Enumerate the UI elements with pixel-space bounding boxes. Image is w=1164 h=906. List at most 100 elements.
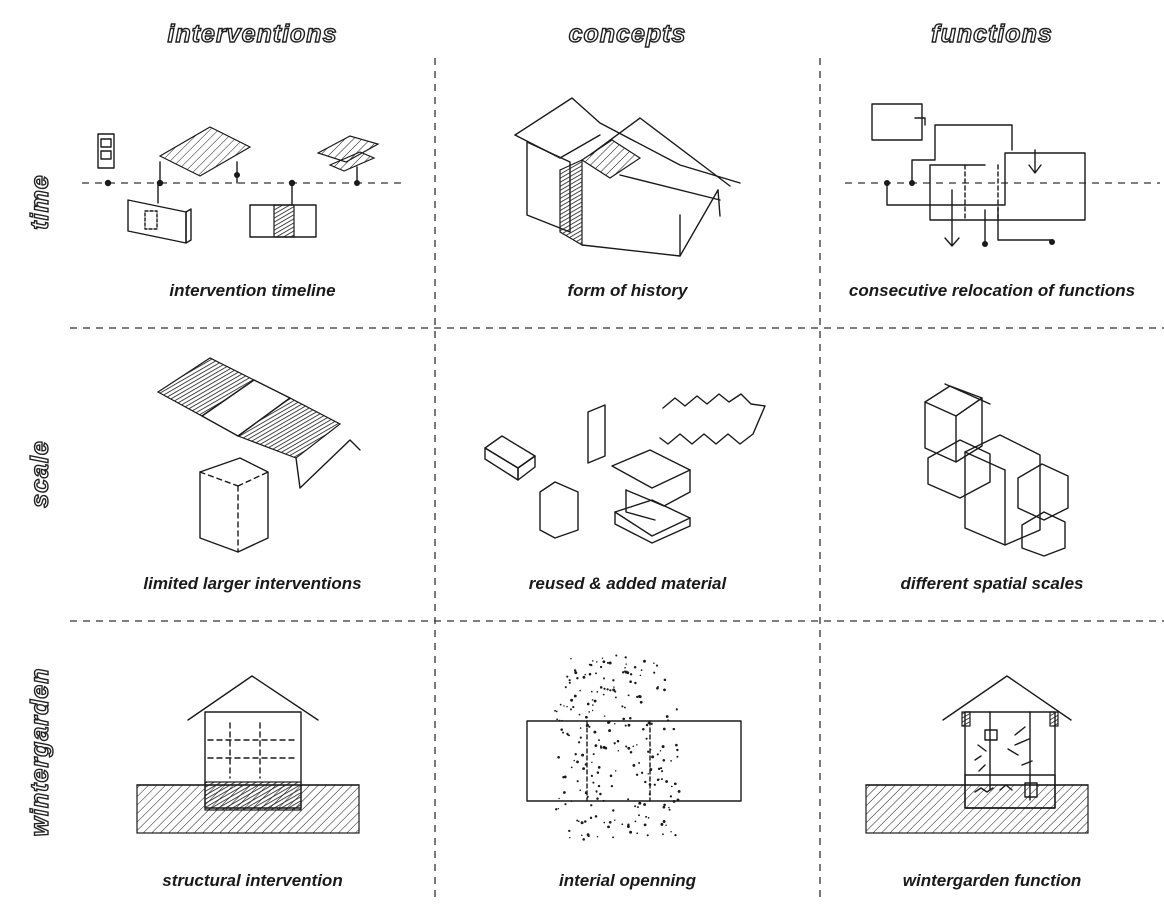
speckle-dot — [581, 753, 585, 757]
speckle-dot — [639, 700, 643, 704]
speckle-dot — [673, 782, 677, 786]
speckle-dot — [638, 801, 642, 805]
speckle-dot — [627, 694, 630, 697]
speckle-dot — [636, 744, 638, 746]
speckle-dot — [645, 723, 649, 727]
speckle-dot — [653, 671, 656, 674]
speckle-dot — [669, 795, 673, 798]
speckle-dot — [670, 830, 672, 833]
speckle-dot — [629, 830, 633, 834]
speckle-dot — [629, 716, 632, 720]
speckle-dot — [592, 753, 595, 756]
speckle-dot — [584, 792, 587, 795]
speckle-dot — [637, 694, 641, 698]
caption-limited-larger-interventions: limited larger interventions — [143, 574, 362, 593]
sketch-form-of-history — [514, 97, 741, 257]
speckle-dot — [662, 833, 664, 836]
speckle-dot — [591, 761, 593, 764]
speckle-dot — [643, 803, 647, 806]
speckle-dot — [672, 799, 676, 803]
speckle-dot — [676, 748, 679, 752]
speckle-dot — [622, 717, 626, 721]
caption-consecutive-relocation: consecutive relocation of functions — [848, 281, 1136, 300]
speckle-dot — [660, 767, 663, 770]
speckle-dot — [648, 783, 652, 786]
speckle-dot — [657, 686, 659, 688]
speckle-dot — [564, 803, 567, 806]
speckle-dot — [603, 715, 606, 717]
speckle-dot — [629, 680, 632, 683]
speckle-dot — [638, 762, 641, 764]
speckle-dot — [596, 661, 598, 663]
speckle-dot — [560, 728, 563, 731]
grid-lines — [70, 58, 1164, 900]
speckle-dot — [656, 753, 659, 756]
speckle-dot — [640, 771, 644, 774]
speckle-dot — [582, 675, 586, 679]
speckle-dot — [660, 822, 664, 826]
speckle-dot — [554, 709, 557, 712]
speckle-dot — [634, 681, 637, 685]
speckle-dot — [593, 730, 597, 734]
speckle-dot — [562, 731, 565, 734]
sketch-limited-larger-interventions — [156, 357, 361, 553]
speckle-dot — [616, 739, 620, 743]
speckle-dot — [563, 791, 566, 794]
sketch-relocation-functions — [845, 103, 1160, 247]
speckle-dot — [632, 745, 635, 748]
speckle-dot — [602, 693, 605, 696]
speckle-dot — [584, 820, 587, 823]
speckle-dot — [624, 666, 626, 669]
speckle-dot — [647, 773, 649, 775]
speckle-dot — [613, 742, 616, 745]
speckle-dot — [665, 824, 667, 826]
speckle-dot — [627, 723, 631, 727]
speckle-dot — [597, 784, 601, 788]
speckle-dot — [663, 678, 667, 682]
speckle-dot — [588, 672, 592, 676]
speckle-dot — [655, 664, 659, 667]
speckle-dot — [621, 823, 624, 826]
speckle-dot — [675, 743, 678, 747]
speckle-dot — [662, 727, 666, 731]
speckle-dot — [576, 760, 579, 764]
speckle-dot — [607, 825, 610, 829]
speckle-dot — [646, 834, 649, 837]
speckle-dot — [599, 686, 603, 689]
speckle-dot — [676, 798, 680, 802]
speckle-dot — [603, 821, 606, 824]
speckle-dot — [563, 705, 565, 707]
speckle-dot — [592, 781, 595, 784]
speckle-dot — [570, 800, 573, 802]
speckle-dot — [627, 746, 631, 750]
speckle-dot — [590, 804, 593, 807]
speckle-dot — [585, 715, 588, 719]
speckle-dot — [579, 727, 582, 729]
speckle-dot — [668, 806, 670, 809]
speckle-dot — [570, 658, 572, 660]
speckle-dot — [614, 722, 616, 725]
speckle-dot — [653, 662, 655, 664]
speckle-dot — [576, 819, 579, 822]
speckle-dot — [629, 673, 633, 676]
speckle-dot — [602, 799, 605, 802]
speckle-dot — [574, 671, 578, 675]
speckle-dot — [599, 792, 602, 796]
speckle-dot — [629, 750, 633, 754]
sketch-different-spatial-scales — [924, 383, 1069, 557]
speckle-dot — [595, 672, 597, 675]
speckle-dot — [677, 789, 681, 793]
speckle-dot — [588, 711, 591, 713]
speckle-dot — [609, 774, 613, 778]
speckle-dot — [590, 690, 593, 693]
speckle-dot — [588, 725, 591, 728]
speckle-dot — [649, 748, 652, 751]
speckle-dot — [594, 815, 598, 818]
speckle-dot — [570, 708, 572, 711]
speckle-dot — [569, 836, 571, 839]
speckle-dot — [625, 745, 628, 748]
column-header-interventions: interventions — [167, 19, 338, 48]
caption-wintergarden-function: wintergarden function — [902, 871, 1082, 890]
speckle-dot — [653, 783, 656, 786]
